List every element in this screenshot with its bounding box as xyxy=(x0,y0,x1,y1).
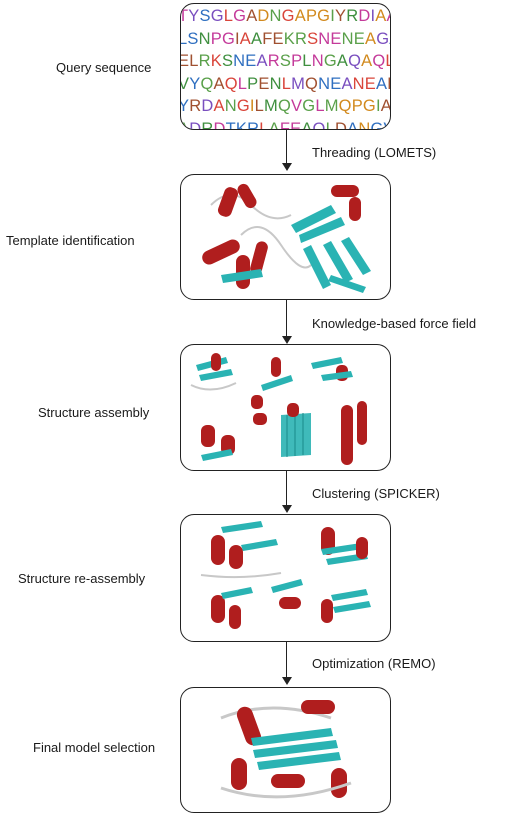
stage-label-query-sequence: Query sequence xyxy=(56,60,152,75)
arrow-head-optimization xyxy=(282,677,292,685)
protein-structure xyxy=(200,521,371,629)
reassembly-structures xyxy=(200,521,371,629)
stage-label-final-model-selection: Final model selection xyxy=(33,740,156,755)
sequence-line: VYQAQLPENLMQNEANEARSE xyxy=(181,74,390,93)
step-label-threading: Threading (LOMETS) xyxy=(312,145,437,160)
sequence-line: LSNPGIAAFEKRSNENEAGAP xyxy=(181,29,390,48)
step-label-clustering: Clustering (SPICKER) xyxy=(312,486,440,501)
arrow-force-field xyxy=(286,299,287,337)
final-model-box xyxy=(180,687,391,813)
protein-structure xyxy=(202,183,371,293)
stage-label-structure-reassembly: Structure re-assembly xyxy=(18,571,146,586)
sequence-line: ELRKSNEARSPLNGAQAQLQA xyxy=(181,52,390,70)
protein-structure xyxy=(190,353,367,465)
final-model-structure xyxy=(220,700,352,799)
arrow-optimization xyxy=(286,640,287,678)
structure-reassembly-box xyxy=(180,514,391,642)
step-label-optimization: Optimization (REMO) xyxy=(312,656,436,671)
arrow-threading xyxy=(286,130,287,164)
stage-label-structure-assembly: Structure assembly xyxy=(38,405,150,420)
arrow-head-force-field xyxy=(282,336,292,344)
protein-structure xyxy=(220,700,352,799)
sequence-line: YRDANGILMQVGLMQPGIAKS xyxy=(181,97,391,115)
arrow-head-threading xyxy=(282,163,292,171)
stage-label-template-identification: Template identification xyxy=(6,233,135,248)
template-identification-box xyxy=(180,174,391,300)
arrow-clustering xyxy=(286,470,287,506)
arrow-head-clustering xyxy=(282,505,292,513)
assembly-structures xyxy=(190,353,367,465)
step-label-force-field: Knowledge-based force field xyxy=(312,316,477,331)
sequence-line: ADRDTKRLAFEAQLDANGVG xyxy=(181,119,390,130)
sequence-line: TYSGLGADNGAPGIYRDIAA xyxy=(181,7,390,25)
query-sequence-box: TYSGLGADNGAPGIYRDIAA LSNPGIAAFEKRSNENEAGA… xyxy=(180,3,391,130)
template-structures xyxy=(202,183,371,293)
structure-assembly-box xyxy=(180,344,391,471)
sequence-text: TYSGLGADNGAPGIYRDIAA LSNPGIAAFEKRSNENEAGA… xyxy=(181,4,391,130)
